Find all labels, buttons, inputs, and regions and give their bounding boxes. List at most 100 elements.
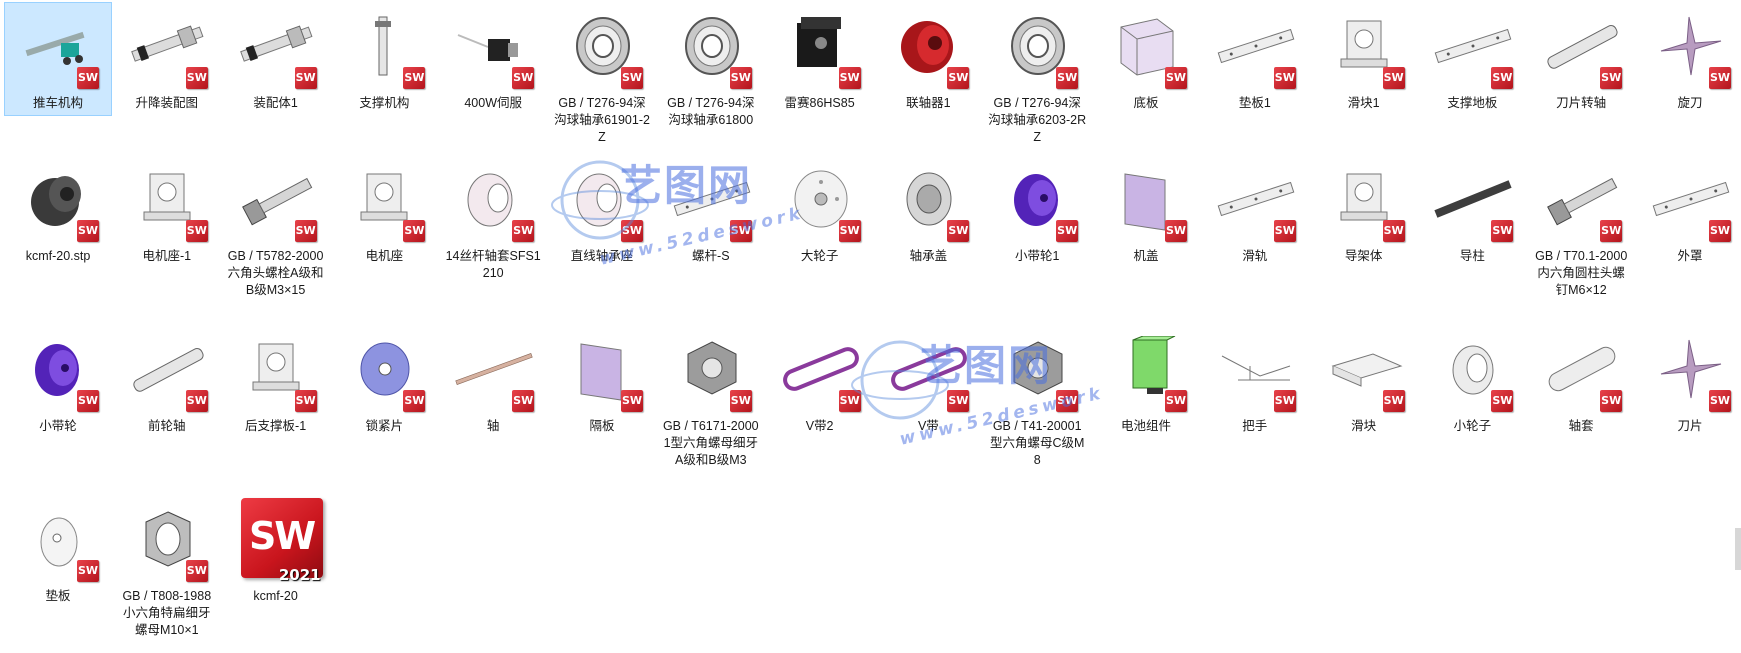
solidworks-badge-icon: SW (838, 390, 861, 412)
bearing-icon (1011, 17, 1066, 75)
file-name: kcmf-20 (253, 589, 298, 603)
shaft-icon (133, 348, 204, 392)
assembly-long-icon (130, 25, 204, 62)
file-name: 螺杆-S (692, 249, 730, 263)
file-thumbnail: SW (1093, 326, 1201, 418)
solidworks-badge-icon: SW (512, 220, 535, 242)
solidworks-badge-icon: SW (1382, 220, 1405, 242)
file-name: kcmf-20.stp (25, 249, 91, 263)
bracket-icon (360, 173, 408, 221)
file-thumbnail: SW (875, 326, 983, 418)
file-thumbnail: SW (984, 326, 1092, 418)
solidworks-badge-icon: SW (77, 67, 99, 89)
file-name: 底板 (1133, 96, 1159, 110)
file-thumbnail: SW (1311, 156, 1419, 248)
solidworks-badge-icon: SW (1165, 390, 1187, 412)
scrollbar-thumb[interactable] (1735, 528, 1741, 570)
nut-thin-icon (145, 511, 191, 567)
bearing-icon (576, 17, 630, 75)
solidworks-badge-icon: SW (1056, 220, 1079, 242)
file-thumbnail: SW (5, 3, 113, 95)
bar-vertical-icon (375, 16, 392, 76)
frame-icon (1221, 355, 1290, 381)
rod-dark-icon (1434, 180, 1512, 218)
flange-icon (576, 173, 622, 227)
belt-icon (891, 347, 968, 391)
coupling-red-icon (901, 21, 954, 73)
file-thumbnail: SW (223, 156, 331, 248)
file-thumbnail: SW (1528, 156, 1636, 248)
file-name: 刀片转轴 (1556, 96, 1607, 110)
file-thumbnail: SW (331, 3, 439, 95)
file-thumbnail: SW (984, 156, 1092, 248)
battery-icon (1132, 336, 1176, 394)
file-name: 小带轮 (39, 419, 77, 433)
solidworks-badge-icon: SW (621, 390, 643, 412)
file-name: 400W伺服 (464, 96, 523, 110)
solidworks-badge-icon: SW (729, 390, 752, 412)
bearing-icon (684, 17, 739, 75)
file-name: 滑块 (1351, 419, 1377, 433)
file-thumbnail: SW (658, 156, 766, 248)
solidworks-badge-icon: SW (403, 220, 426, 242)
solidworks-badge-icon: SW (1056, 390, 1079, 412)
file-name: 旋刀 (1677, 96, 1703, 110)
file-name: 轴套 (1568, 419, 1594, 433)
solidworks-badge-icon: SW (1165, 220, 1187, 242)
file-name: 电机座-1 (142, 249, 192, 263)
